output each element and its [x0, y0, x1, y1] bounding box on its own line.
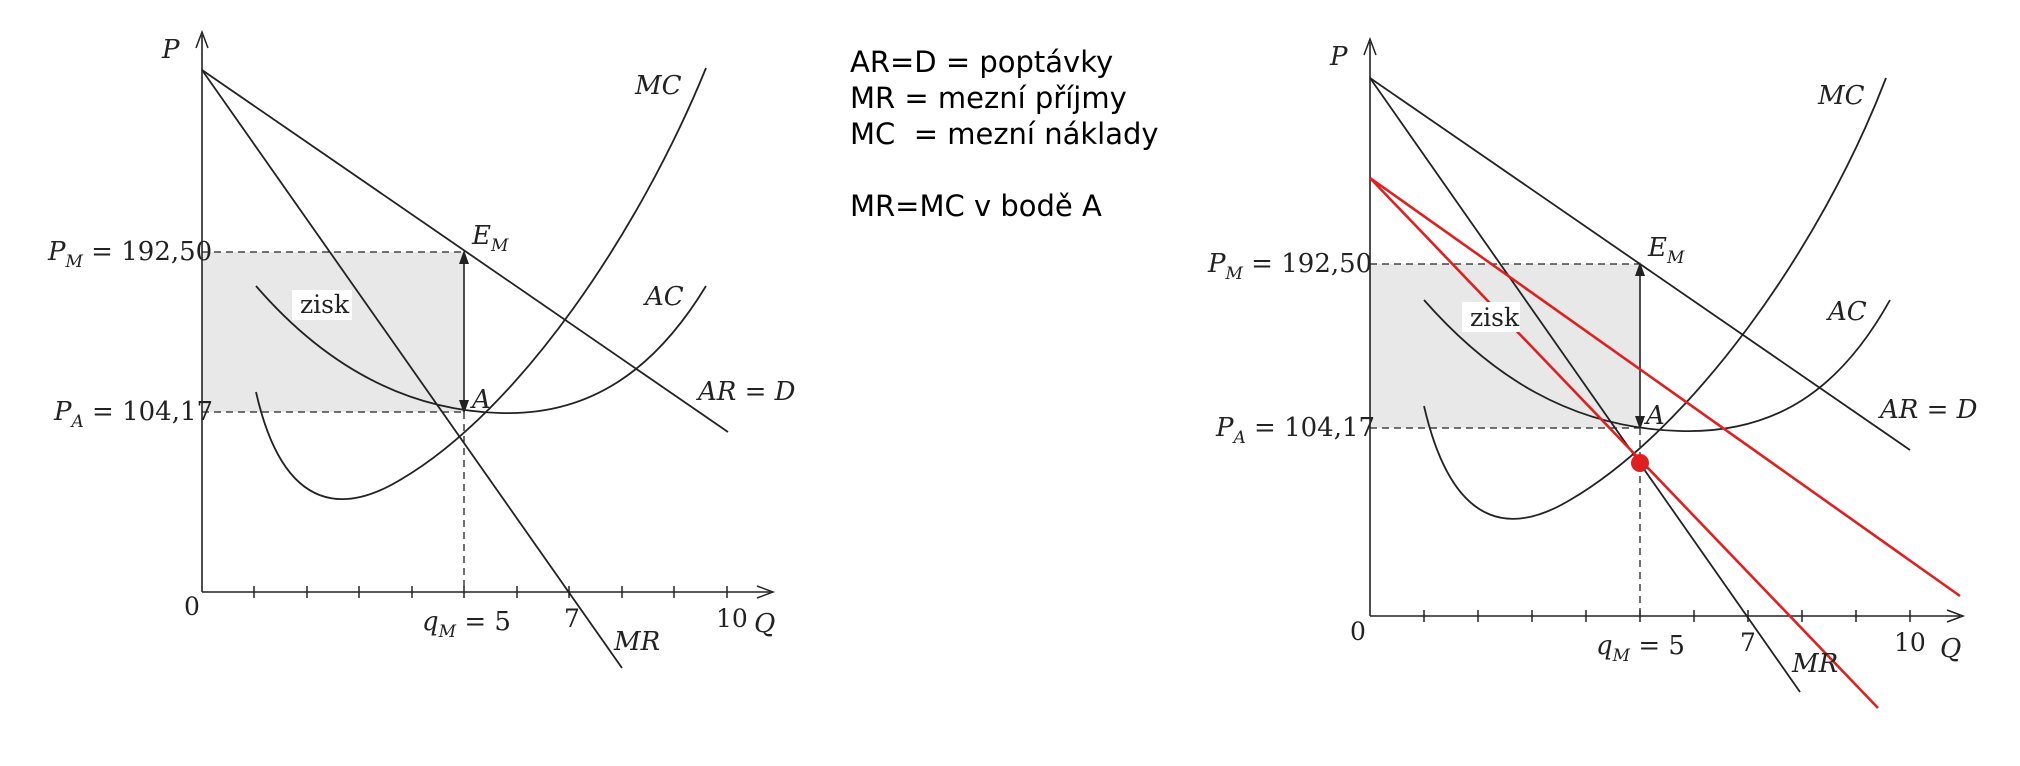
- tick-7-label: 7: [1740, 628, 1756, 657]
- ac-curve: [1423, 299, 1891, 432]
- ar-label: AR = D: [696, 377, 796, 407]
- ar-demand-curve: [201, 69, 729, 433]
- legend-line-mr: MR = mezní příjmy: [850, 81, 1127, 115]
- ac-curve: [255, 285, 707, 414]
- zisk-label-bg: [292, 290, 352, 320]
- legend-text: AR=D = poptávky MR = mezní příjmy MC = m…: [850, 44, 1159, 224]
- mr-label: MR: [1791, 649, 1838, 679]
- profit-region: [202, 252, 464, 412]
- profit-region: [1370, 264, 1640, 428]
- q-axis-label: Q: [1940, 634, 1961, 664]
- legend-line-equilibrium: MR=MC v bodě A: [850, 189, 1102, 223]
- mc-curve: [1423, 77, 1887, 520]
- left-diagram-svg: P Q 0 MC AC AR = D MR EM A zisk PM = 192…: [47, 29, 796, 669]
- q-axis-arrow: [1946, 609, 1966, 623]
- zisk-label-bg: [1462, 302, 1520, 332]
- mr-curve: [201, 69, 623, 669]
- tick-10-label: 10: [716, 604, 748, 633]
- p-axis-arrow: [1363, 36, 1377, 56]
- red-line-upper: [1369, 176, 1961, 598]
- zisk-label: zisk: [1470, 303, 1520, 332]
- arrowhead-down: [1635, 416, 1645, 430]
- pm-label: PM = 192,50: [47, 237, 212, 272]
- right-diagram: P Q 0 MC AC AR = D MR EM A zisk PM = 192…: [1180, 0, 2020, 762]
- p-axis-label: P: [161, 35, 180, 65]
- origin-label: 0: [1350, 617, 1366, 646]
- pa-label: PA = 104,17: [1215, 413, 1375, 448]
- point-a-label: A: [1644, 401, 1665, 431]
- qm-label: qM = 5: [1596, 631, 1685, 666]
- mc-label: MC: [634, 71, 682, 101]
- arrowhead-up: [459, 250, 469, 264]
- ac-label: AC: [643, 282, 684, 312]
- mc-curve: [255, 67, 707, 500]
- qm-label: qM = 5: [422, 607, 511, 642]
- origin-label: 0: [184, 592, 200, 621]
- legend-gap: [850, 152, 1159, 188]
- ac-label: AC: [1826, 297, 1867, 327]
- right-diagram-svg: P Q 0 MC AC AR = D MR EM A zisk PM = 192…: [1207, 36, 1978, 709]
- arrowhead-up: [1635, 262, 1645, 276]
- point-a-label: A: [470, 385, 491, 415]
- red-line-lower: [1369, 177, 1879, 709]
- pa-label: PA = 104,17: [53, 397, 213, 432]
- mr-label: MR: [613, 627, 660, 657]
- q-axis-arrow: [756, 585, 776, 599]
- p-axis-label: P: [1329, 42, 1348, 72]
- mr-curve: [1369, 77, 1801, 693]
- zisk-label: zisk: [300, 290, 350, 319]
- q-axis-ticks: [1423, 610, 1911, 622]
- left-diagram: P Q 0 MC AC AR = D MR EM A zisk PM = 192…: [0, 0, 820, 762]
- legend-line-mc: MC = mezní náklady: [850, 117, 1159, 151]
- p-axis-arrow: [195, 29, 209, 49]
- tick-7-label: 7: [564, 604, 580, 633]
- legend-line-ar: AR=D = poptávky: [850, 45, 1114, 79]
- tick-10-label: 10: [1894, 628, 1926, 657]
- em-label: EM: [1647, 233, 1685, 268]
- pm-label: PM = 192,50: [1207, 249, 1372, 284]
- em-label: EM: [471, 221, 509, 256]
- arrowhead-down: [459, 400, 469, 414]
- ar-label: AR = D: [1878, 395, 1978, 425]
- q-axis-label: Q: [754, 609, 775, 639]
- mc-label: MC: [1817, 81, 1865, 111]
- equilibrium-point: [1631, 454, 1649, 472]
